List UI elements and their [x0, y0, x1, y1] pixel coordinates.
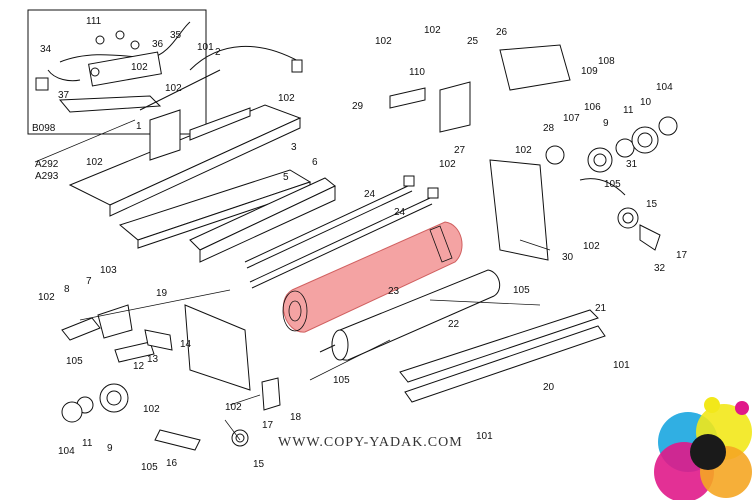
callout-102: 102 — [225, 402, 242, 413]
callout-6: 6 — [312, 157, 318, 168]
plate-6 — [189, 177, 336, 263]
callout-108: 108 — [598, 56, 615, 67]
left-bottom-parts — [61, 304, 281, 451]
heater-lamps-24 — [244, 175, 439, 289]
callout-102: 102 — [38, 292, 55, 303]
callout-23: 23 — [388, 286, 400, 297]
callout-B098: B098 — [32, 123, 56, 134]
callout-101: 101 — [613, 360, 630, 371]
callout-104: 104 — [656, 82, 673, 93]
callout-111: 111 — [86, 16, 102, 27]
callout-103: 103 — [100, 265, 117, 276]
callout-31: 31 — [626, 159, 638, 170]
callout-26: 26 — [496, 27, 508, 38]
callout-5: 5 — [283, 172, 289, 183]
guide-plates-20-21 — [399, 299, 606, 403]
callout-A293: A293 — [35, 171, 59, 182]
callout-21: 21 — [595, 303, 607, 314]
callout-18: 18 — [290, 412, 302, 423]
callout-35: 35 — [170, 30, 182, 41]
callout-110: 110 — [409, 67, 425, 78]
callout-109: 109 — [581, 66, 598, 77]
callout-29: 29 — [352, 101, 364, 112]
callout-1: 1 — [136, 121, 142, 132]
callout-25: 25 — [467, 36, 479, 47]
callout-105: 105 — [66, 356, 83, 367]
callout-19: 19 — [156, 288, 168, 299]
callout-11: 11 — [82, 438, 93, 449]
callout-105: 105 — [333, 375, 350, 386]
callout-9: 9 — [603, 118, 609, 129]
callout-13: 13 — [147, 354, 159, 365]
hot-roller-23 — [282, 221, 463, 333]
callout-102: 102 — [583, 241, 600, 252]
callout-102: 102 — [165, 83, 182, 94]
callout-101: 101 — [197, 42, 214, 53]
callout-27: 27 — [454, 145, 466, 156]
callout-102: 102 — [278, 93, 295, 104]
callout-102: 102 — [131, 62, 148, 73]
callout-102: 102 — [439, 159, 456, 170]
callout-16: 16 — [166, 458, 178, 469]
cmyk-logo — [654, 397, 752, 500]
callout-32: 32 — [654, 263, 666, 274]
right-side-frame — [389, 44, 678, 261]
callout-10: 10 — [640, 97, 652, 108]
callout-7: 7 — [86, 276, 92, 287]
callout-102: 102 — [143, 404, 160, 415]
callout-104: 104 — [58, 446, 75, 457]
callout-8: 8 — [64, 284, 70, 295]
callout-105: 105 — [141, 462, 158, 473]
callout-24: 24 — [364, 189, 376, 200]
callout-2: 2 — [215, 47, 221, 58]
callout-17: 17 — [676, 250, 688, 261]
callout-15: 15 — [646, 199, 658, 210]
callout-24: 24 — [394, 207, 406, 218]
callout-105: 105 — [513, 285, 530, 296]
pressure-roller-22 — [319, 269, 501, 361]
callout-12: 12 — [133, 361, 145, 372]
callout-105: 105 — [604, 179, 621, 190]
callout-11: 11 — [623, 105, 634, 116]
callout-36: 36 — [152, 39, 164, 50]
callout-106: 106 — [584, 102, 601, 113]
callout-14: 14 — [180, 339, 192, 350]
callout-107: 107 — [563, 113, 580, 124]
callout-102: 102 — [515, 145, 532, 156]
callout-102: 102 — [375, 36, 392, 47]
callout-labels: 111 35 34 36 102 37 B098 101 2 102 102 1… — [32, 16, 688, 473]
callout-15: 15 — [253, 459, 265, 470]
callout-9: 9 — [107, 443, 113, 454]
callout-102: 102 — [86, 157, 103, 168]
callout-17: 17 — [262, 420, 274, 431]
inset-wiring-box — [27, 9, 207, 135]
callout-20: 20 — [543, 382, 555, 393]
callout-101: 101 — [476, 431, 493, 442]
callout-3: 3 — [291, 142, 297, 153]
watermark-text: WWW.COPY-YADAK.COM — [278, 435, 463, 450]
callout-102: 102 — [424, 25, 441, 36]
callout-37: 37 — [58, 90, 70, 101]
callout-28: 28 — [543, 123, 555, 134]
upper-frame-assembly — [68, 46, 312, 249]
callout-34: 34 — [40, 44, 52, 55]
leader-lines — [34, 119, 551, 441]
callout-A292: A292 — [35, 159, 59, 170]
callout-30: 30 — [562, 252, 574, 263]
callout-22: 22 — [448, 319, 460, 330]
